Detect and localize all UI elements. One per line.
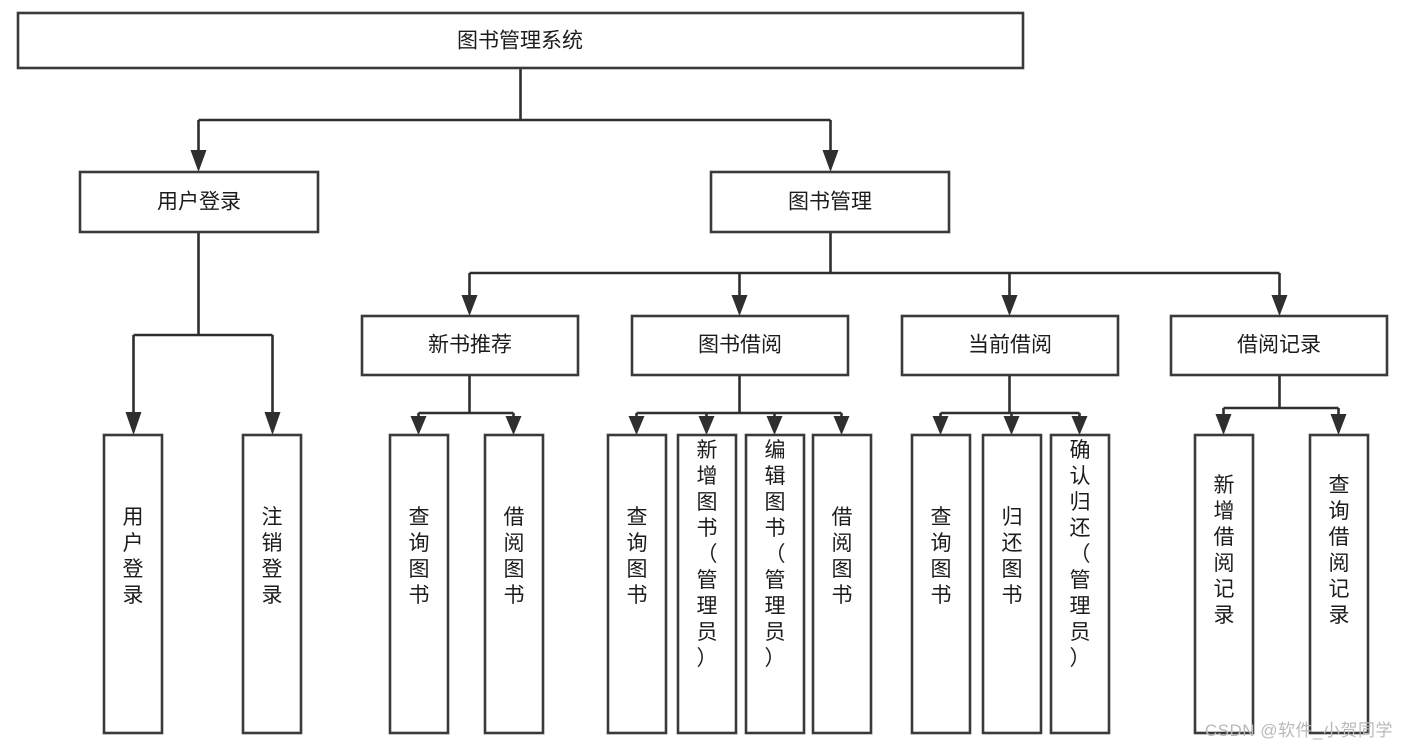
node-leaf-7-box[interactable]	[744, 433, 806, 735]
node-leaf-8-label: 借阅图书	[832, 506, 853, 607]
arrowhead-leaf-5	[628, 416, 645, 435]
arrowhead-leaf-9	[932, 416, 949, 435]
arrowhead-leaf-2	[264, 412, 281, 435]
node-leaf-11[interactable]: 确认归还（管理员）	[1049, 433, 1111, 735]
node-leaf-2[interactable]: 注销登录	[241, 433, 303, 735]
node-leaf-4-label: 借阅图书	[504, 506, 525, 607]
node-current-borrow-label: 当前借阅	[968, 334, 1052, 357]
node-leaf-13-label: 查询借阅记录	[1329, 474, 1350, 627]
node-leaf-6-label: 新增图书（管理员）	[697, 439, 718, 670]
node-root-label: 图书管理系统	[457, 30, 583, 53]
node-leaf-5[interactable]: 查询图书	[606, 433, 668, 735]
arrowhead-leaf-1	[125, 412, 142, 435]
arrowhead-book-mgmt	[822, 150, 839, 172]
node-leaf-10-box[interactable]	[981, 433, 1043, 735]
csdn-watermark: CSDN @软件_小贺同学	[1204, 721, 1393, 740]
arrowhead-new-book-rec	[461, 295, 478, 316]
node-leaf-6-box[interactable]	[676, 433, 738, 735]
arrowhead-leaf-13	[1330, 414, 1347, 435]
node-leaf-12-box[interactable]	[1193, 433, 1255, 735]
node-new-book-rec-label: 新书推荐	[428, 334, 512, 357]
node-book-borrow[interactable]: 图书借阅	[630, 314, 850, 377]
node-leaf-3-box[interactable]	[388, 433, 450, 735]
node-leaf-12[interactable]: 新增借阅记录	[1193, 433, 1255, 735]
node-leaf-13[interactable]: 查询借阅记录	[1308, 433, 1370, 735]
arrowhead-leaf-3	[410, 416, 427, 435]
node-leaf-6[interactable]: 新增图书（管理员）	[676, 433, 738, 735]
node-leaf-9-box[interactable]	[910, 433, 972, 735]
node-leaf-13-box[interactable]	[1308, 433, 1370, 735]
node-leaf-2-box[interactable]	[241, 433, 303, 735]
node-leaf-4[interactable]: 借阅图书	[483, 433, 545, 735]
node-book-borrow-label: 图书借阅	[698, 334, 782, 357]
arrowhead-leaf-12	[1215, 414, 1232, 435]
node-leaf-5-label: 查询图书	[627, 506, 648, 607]
node-borrow-record-box[interactable]	[1169, 314, 1389, 377]
node-leaf-9-label: 查询图书	[931, 506, 952, 607]
node-leaf-1-box[interactable]	[102, 433, 164, 735]
arrowhead-leaf-11	[1071, 416, 1088, 435]
node-leaf-4-box[interactable]	[483, 433, 545, 735]
arrowhead-borrow-record	[1271, 295, 1288, 316]
node-leaf-8[interactable]: 借阅图书	[811, 433, 873, 735]
node-leaf-8-box[interactable]	[811, 433, 873, 735]
arrowhead-leaf-6	[698, 416, 715, 435]
node-leaf-9[interactable]: 查询图书	[910, 433, 972, 735]
node-leaf-11-box[interactable]	[1049, 433, 1111, 735]
arrowhead-leaf-8	[833, 416, 850, 435]
node-leaf-11-label: 确认归还（管理员）	[1070, 439, 1091, 670]
node-user-login-box[interactable]	[78, 170, 320, 234]
node-leaf-10-label: 归还图书	[1002, 506, 1023, 607]
arrowhead-leaf-10	[1003, 416, 1020, 435]
node-leaf-3-label: 查询图书	[409, 506, 430, 607]
arrowhead-user-login	[190, 150, 207, 172]
node-leaf-1[interactable]: 用户登录	[102, 433, 164, 735]
node-leaf-1-label: 用户登录	[123, 506, 144, 607]
connector-group	[125, 68, 1347, 435]
node-book-borrow-box[interactable]	[630, 314, 850, 377]
node-leaf-2-label: 注销登录	[262, 506, 283, 607]
node-leaf-3[interactable]: 查询图书	[388, 433, 450, 735]
node-user-login-label: 用户登录	[157, 191, 241, 214]
node-book-mgmt[interactable]: 图书管理	[709, 170, 951, 234]
node-new-book-rec[interactable]: 新书推荐	[360, 314, 580, 377]
arrowhead-leaf-4	[505, 416, 522, 435]
node-leaf-7[interactable]: 编辑图书（管理员）	[744, 433, 806, 735]
node-current-borrow-box[interactable]	[900, 314, 1120, 377]
node-root-box[interactable]	[16, 11, 1025, 70]
node-book-mgmt-box[interactable]	[709, 170, 951, 234]
node-borrow-record-label: 借阅记录	[1237, 334, 1321, 357]
node-new-book-rec-box[interactable]	[360, 314, 580, 377]
arrowhead-current-borrow	[1001, 295, 1018, 316]
node-leaf-7-label: 编辑图书（管理员）	[765, 439, 786, 670]
node-current-borrow[interactable]: 当前借阅	[900, 314, 1120, 377]
node-user-login[interactable]: 用户登录	[78, 170, 320, 234]
node-borrow-record[interactable]: 借阅记录	[1169, 314, 1389, 377]
arrowhead-book-borrow	[731, 295, 748, 316]
node-leaf-5-box[interactable]	[606, 433, 668, 735]
node-root[interactable]: 图书管理系统	[16, 11, 1025, 70]
node-book-mgmt-label: 图书管理	[788, 191, 872, 214]
arrowhead-leaf-7	[766, 416, 783, 435]
node-leaf-10[interactable]: 归还图书	[981, 433, 1043, 735]
node-leaf-12-label: 新增借阅记录	[1214, 474, 1235, 627]
